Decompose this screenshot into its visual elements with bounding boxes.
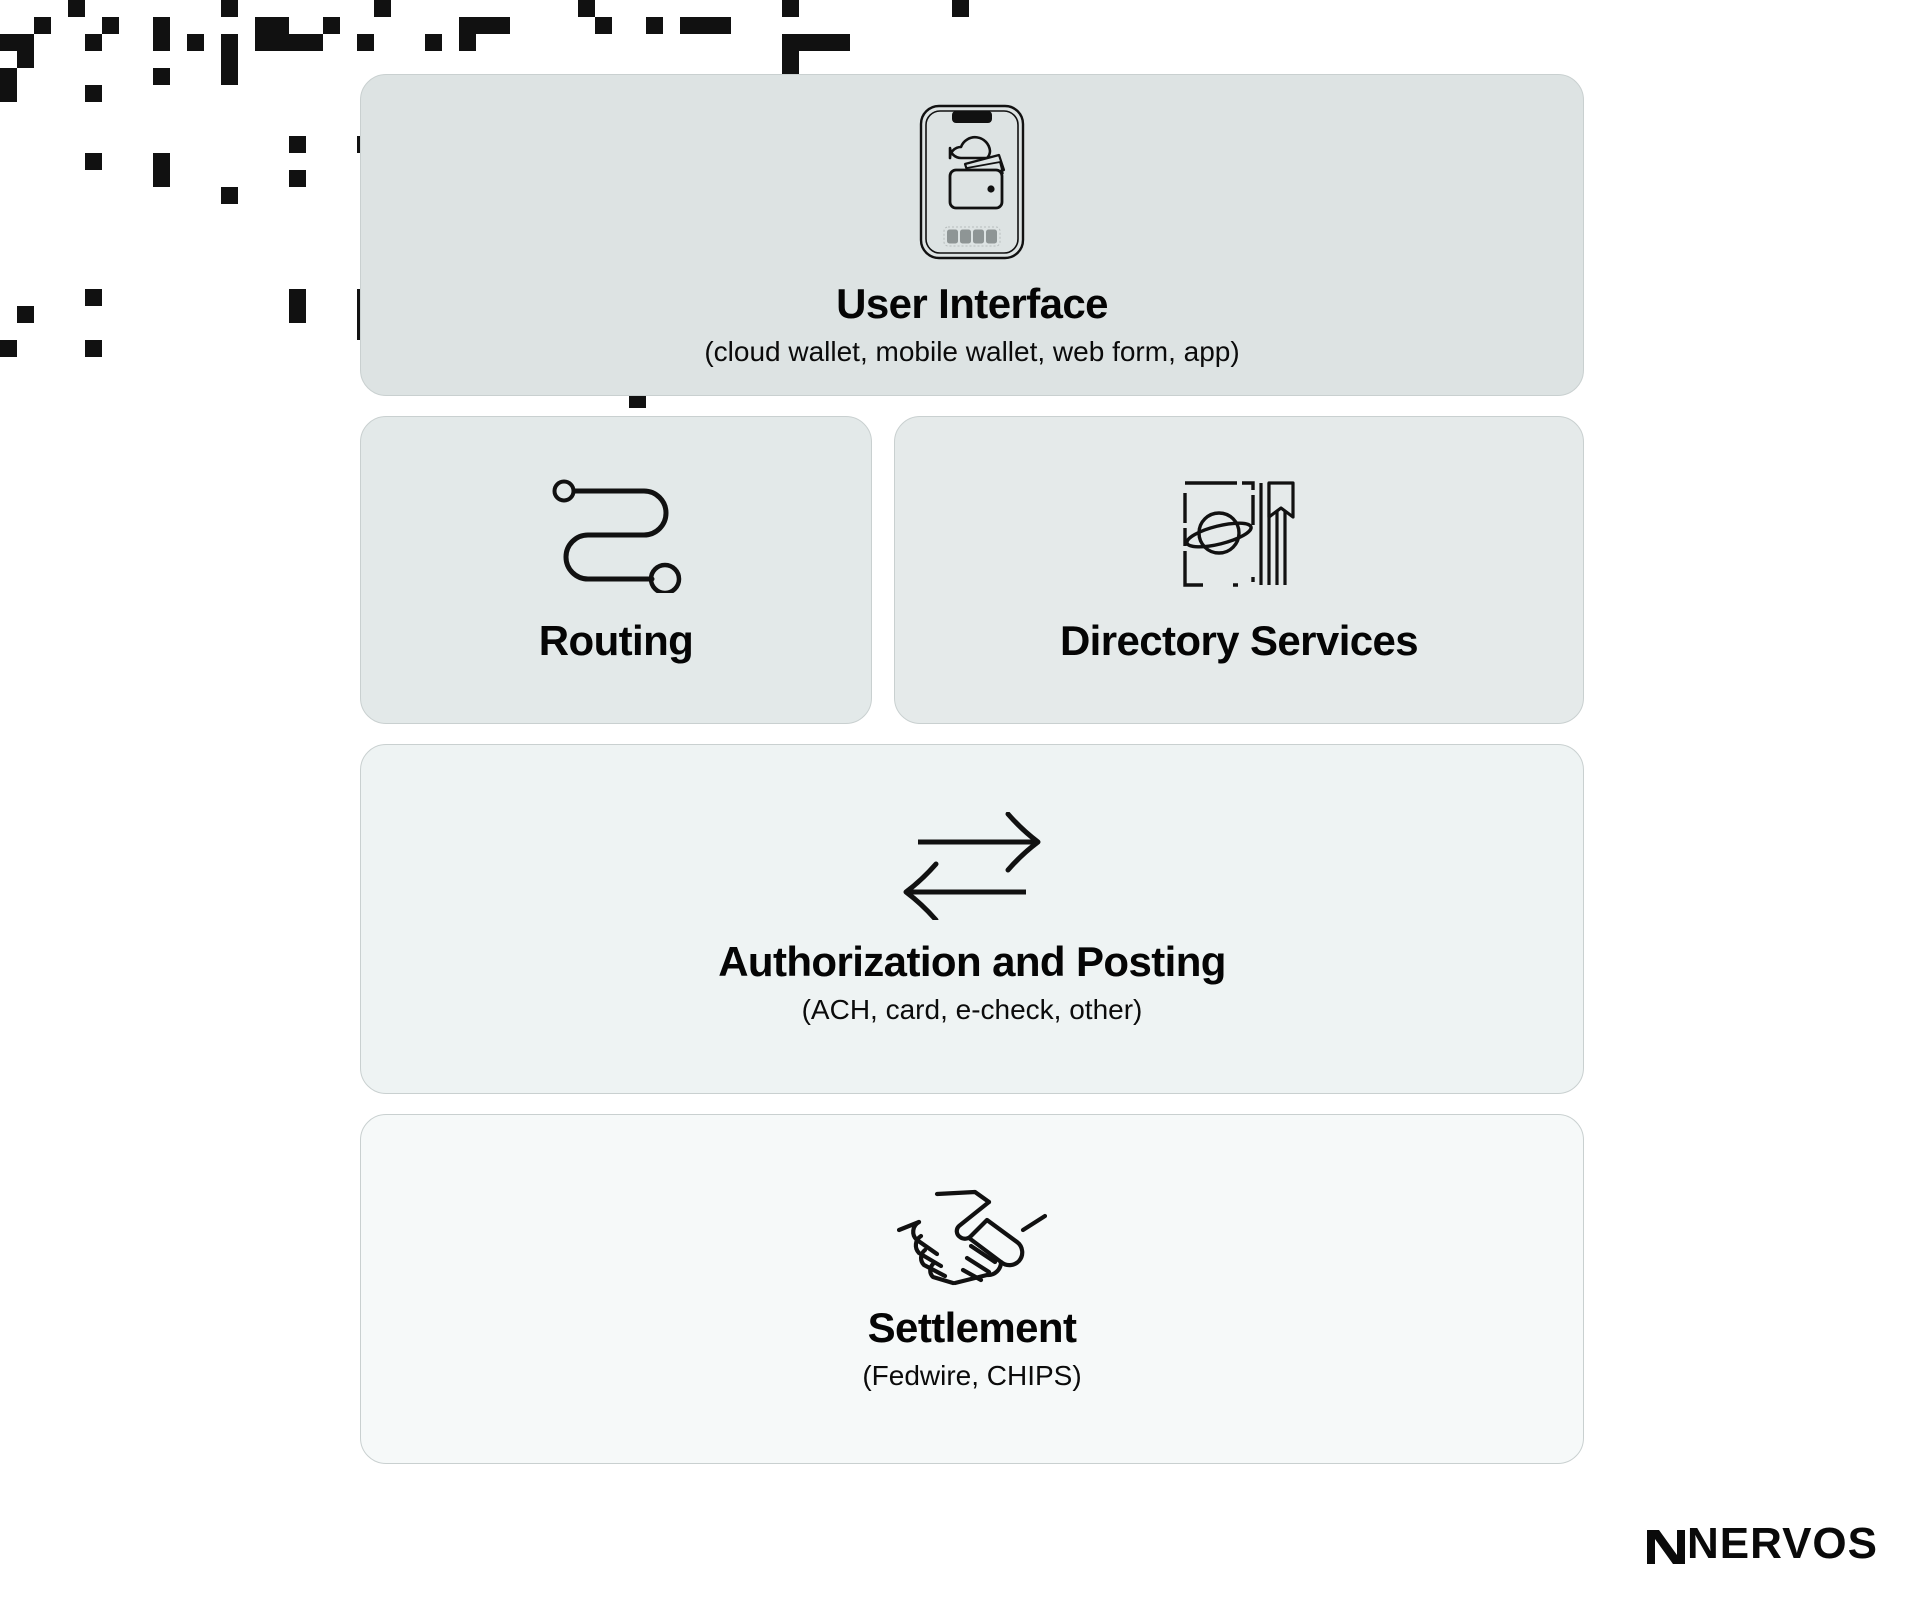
pixel-cell	[782, 34, 799, 51]
pixel-cell	[255, 34, 272, 51]
pixel-cell	[255, 17, 272, 34]
pixel-cell	[646, 17, 663, 34]
pixel-cell	[782, 0, 799, 17]
brand-logo: NERVOS	[1643, 1519, 1878, 1569]
pixel-cell	[221, 0, 238, 17]
pixel-map-decoration	[0, 0, 969, 560]
pixel-cell	[816, 34, 833, 51]
pixel-cell	[153, 34, 170, 51]
pixel-cell	[85, 340, 102, 357]
layer-card-directory-services[interactable]: Directory Services	[894, 416, 1584, 724]
pixel-cell	[680, 17, 697, 34]
layer-card-settlement[interactable]: Settlement (Fedwire, CHIPS)	[360, 1114, 1584, 1464]
pixel-cell	[799, 34, 816, 51]
pixel-cell	[85, 289, 102, 306]
pixel-cell	[0, 85, 17, 102]
pixel-cell	[221, 51, 238, 68]
pixel-cell	[697, 17, 714, 34]
pixel-cell	[221, 187, 238, 204]
pixel-cell	[595, 17, 612, 34]
pixel-cell	[289, 34, 306, 51]
pixel-cell	[289, 136, 306, 153]
pixel-cell	[833, 34, 850, 51]
layer-title: User Interface	[836, 279, 1108, 327]
pixel-cell	[782, 51, 799, 68]
bidirectional-arrows-icon	[896, 811, 1048, 920]
pixel-cell	[17, 34, 34, 51]
pixel-cell	[153, 17, 170, 34]
pixel-cell	[85, 85, 102, 102]
pixel-cell	[272, 34, 289, 51]
layer-row-middle: Routing Directory S	[360, 416, 1584, 724]
pixel-cell	[459, 34, 476, 51]
directory-book-planet-icon	[1177, 475, 1301, 593]
layer-card-authorization-and-posting[interactable]: Authorization and Posting (ACH, card, e-…	[360, 744, 1584, 1094]
layer-title: Settlement	[867, 1303, 1077, 1351]
pixel-cell	[0, 68, 17, 85]
pixel-cell	[476, 17, 493, 34]
pixel-cell	[17, 51, 34, 68]
layer-title: Directory Services	[1059, 617, 1419, 665]
pixel-cell	[578, 0, 595, 17]
pixel-cell	[289, 306, 306, 323]
pixel-cell	[221, 34, 238, 51]
pixel-cell	[493, 17, 510, 34]
pixel-cell	[153, 68, 170, 85]
pixel-cell	[323, 17, 340, 34]
nervos-n-mark	[1646, 1530, 1685, 1564]
pixel-cell	[0, 34, 17, 51]
handshake-icon	[897, 1186, 1047, 1286]
pixel-cell	[306, 34, 323, 51]
pixel-cell	[357, 34, 374, 51]
mobile-cloud-wallet-icon	[915, 102, 1029, 262]
pixel-cell	[187, 34, 204, 51]
layer-subtitle: (Fedwire, CHIPS)	[862, 1359, 1082, 1391]
pixel-cell	[153, 153, 170, 170]
pixel-cell	[85, 153, 102, 170]
pixel-cell	[17, 306, 34, 323]
layer-card-user-interface[interactable]: User Interface (cloud wallet, mobile wal…	[360, 74, 1584, 396]
pixel-cell	[289, 170, 306, 187]
pixel-cell	[374, 0, 391, 17]
pixel-cell	[102, 17, 119, 34]
layer-title: Routing	[538, 617, 694, 665]
pixel-cell	[153, 170, 170, 187]
layer-card-routing[interactable]: Routing	[360, 416, 872, 724]
pixel-cell	[34, 17, 51, 34]
pixel-cell	[0, 340, 17, 357]
brand-logo-text: NERVOS	[1686, 1519, 1878, 1568]
pixel-cell	[272, 17, 289, 34]
layer-subtitle: (cloud wallet, mobile wallet, web form, …	[704, 335, 1240, 367]
layer-title: Authorization and Posting	[718, 937, 1226, 985]
routing-path-icon	[548, 475, 684, 594]
pixel-cell	[952, 0, 969, 17]
pixel-cell	[85, 34, 102, 51]
pixel-cell	[221, 68, 238, 85]
pixel-cell	[289, 289, 306, 306]
layer-subtitle: (ACH, card, e-check, other)	[801, 993, 1143, 1025]
pixel-cell	[714, 17, 731, 34]
layer-stack-diagram: User Interface (cloud wallet, mobile wal…	[360, 74, 1584, 1464]
pixel-cell	[459, 17, 476, 34]
pixel-cell	[68, 0, 85, 17]
pixel-cell	[425, 34, 442, 51]
